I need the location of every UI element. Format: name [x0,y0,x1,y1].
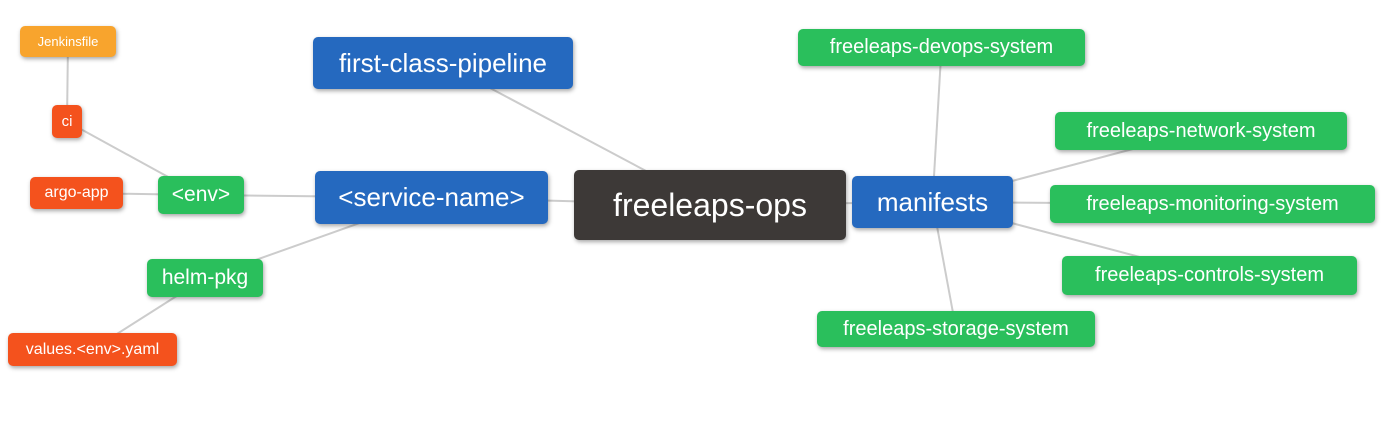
node-freeleaps-controls-system[interactable]: freeleaps-controls-system [1062,256,1357,295]
node-manifests[interactable]: manifests [852,176,1013,228]
node-freeleaps-network-system[interactable]: freeleaps-network-system [1055,112,1347,150]
node-values-env-yaml[interactable]: values.<env>.yaml [8,333,177,366]
node-freeleaps-ops-root[interactable]: freeleaps-ops [574,170,846,240]
node-env[interactable]: <env> [158,176,244,214]
node-first-class-pipeline[interactable]: first-class-pipeline [313,37,573,89]
node-ci[interactable]: ci [52,105,82,138]
node-freeleaps-devops-system[interactable]: freeleaps-devops-system [798,29,1085,66]
node-freeleaps-storage-system[interactable]: freeleaps-storage-system [817,311,1095,347]
node-helm-pkg[interactable]: helm-pkg [147,259,263,297]
node-jenkinsfile[interactable]: Jenkinsfile [20,26,116,57]
node-freeleaps-monitoring-system[interactable]: freeleaps-monitoring-system [1050,185,1375,223]
node-service-name[interactable]: <service-name> [315,171,548,224]
node-argo-app[interactable]: argo-app [30,177,123,209]
